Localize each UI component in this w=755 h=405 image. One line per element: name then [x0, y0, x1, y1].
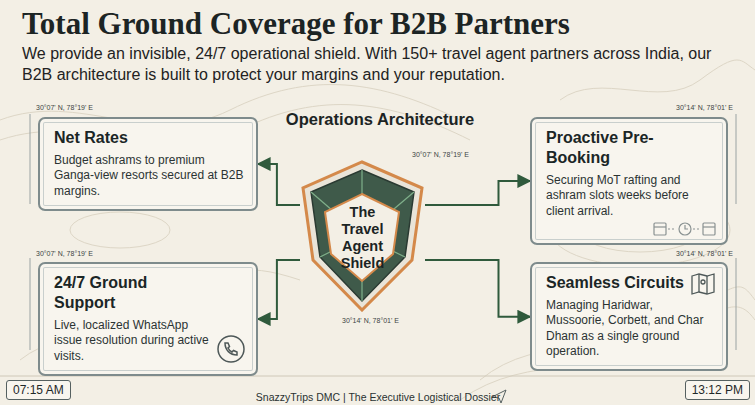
box-heading: Proactive Pre-Booking: [546, 128, 714, 168]
coordinate-label: 30°07' N, 78°19' E: [36, 250, 93, 257]
phone-icon: [216, 334, 246, 364]
feature-box: Net RatesBudget ashrams to premium Ganga…: [38, 117, 258, 211]
shield-node: The Travel Agent Shield: [300, 160, 425, 312]
connector-arrow: [258, 164, 300, 205]
contour-lines: [0, 60, 755, 400]
connector-arrow: [258, 260, 300, 319]
section-heading: Operations Architecture: [286, 110, 474, 129]
coordinate-label: 30°07' N, 78°19' E: [36, 104, 93, 111]
calendar-clock-icon: [652, 220, 718, 238]
coordinate-label: 30°14' N, 78°01' E: [676, 250, 733, 257]
box-heading: Net Rates: [54, 128, 244, 148]
coordinate-label: 30°07' N, 78°19' E: [412, 151, 469, 158]
time-text: 07:15 AM: [13, 383, 64, 397]
feature-box: Seamless CircuitsManaging Haridwar, Muss…: [530, 262, 728, 371]
time-text: 13:12 PM: [692, 383, 743, 397]
coordinate-label: 30°14' N, 78°01' E: [342, 317, 399, 324]
time-box: 07:15 AM: [6, 380, 71, 400]
box-body: Managing Haridwar, Mussoorie, Corbett, a…: [546, 298, 714, 359]
box-body: Securing MoT rafting and ashram slots we…: [546, 173, 714, 219]
box-heading: Seamless Circuits: [546, 273, 714, 293]
connector-arrow: [425, 260, 530, 317]
map-icon: [690, 272, 716, 296]
box-heading: 24/7 Ground Support: [54, 273, 210, 313]
feature-box: 24/7 Ground SupportLive, localized Whats…: [38, 262, 258, 376]
coordinate-label: 30°14' N, 78°01' E: [676, 104, 733, 111]
page-title: Total Ground Coverage for B2B Partners: [22, 6, 570, 42]
time-box: 13:12 PM: [685, 380, 750, 400]
feature-box: Proactive Pre-BookingSecuring MoT raftin…: [530, 117, 728, 245]
subtitle: We provide an invisible, 24/7 operationa…: [22, 44, 737, 86]
box-body: Live, localized WhatsApp issue resolutio…: [54, 318, 210, 364]
footer-text: SnazzyTrips DMC | The Executive Logistic…: [256, 391, 500, 403]
box-body: Budget ashrams to premium Ganga-view res…: [54, 153, 244, 199]
connector-arrow: [425, 181, 530, 205]
shield-title: The Travel Agent Shield: [327, 204, 398, 272]
